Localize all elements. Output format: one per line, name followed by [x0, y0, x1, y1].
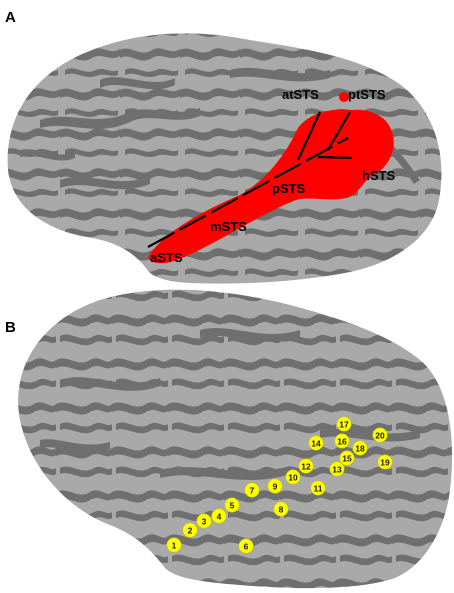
electrode-label-6: 6 [244, 542, 249, 552]
electrode-11 [310, 480, 326, 496]
sulci-b [40, 328, 420, 481]
electrode-18 [352, 440, 368, 456]
electrode-label-2: 2 [188, 526, 193, 536]
label-atsts: atSTS [282, 87, 319, 102]
electrode-7 [244, 482, 260, 498]
electrode-3 [196, 513, 212, 529]
electrode-label-4: 4 [217, 512, 222, 522]
electrode-12 [298, 458, 314, 474]
electrode-2 [182, 522, 198, 538]
electrode-label-13: 13 [332, 465, 342, 475]
panel-a-letter: A [5, 9, 16, 26]
electrode-label-7: 7 [250, 486, 255, 496]
electrode-label-11: 11 [314, 484, 323, 494]
electrode-label-20: 20 [375, 431, 385, 441]
electrode-8 [273, 501, 289, 517]
cortex-surface-b [18, 289, 453, 589]
electrode-label-1: 1 [172, 541, 177, 551]
cortex-surface-a [7, 33, 442, 284]
sts-activation [148, 109, 394, 264]
label-msts: mSTS [210, 219, 247, 234]
electrode-label-9: 9 [273, 482, 278, 492]
electrode-15 [339, 450, 355, 466]
electrode-6 [238, 538, 254, 554]
electrode-label-10: 10 [288, 473, 298, 483]
electrode-label-19: 19 [380, 458, 390, 468]
electrode-label-12: 12 [301, 462, 311, 472]
electrode-label-5: 5 [230, 501, 235, 511]
electrode-label-15: 15 [342, 454, 352, 464]
electrode-label-16: 16 [337, 437, 347, 447]
sts-lines [147, 111, 353, 248]
electrode-4 [211, 508, 227, 524]
electrode-1 [166, 537, 182, 553]
label-psts: pSTS [272, 181, 306, 196]
label-hsts: hSTS [362, 168, 396, 183]
panel-b-letter: B [5, 319, 16, 336]
label-asts: aSTS [150, 250, 183, 265]
electrode-label-14: 14 [311, 439, 321, 449]
brain-panel-a: atSTS ptSTS hSTS pSTS mSTS aSTS [7, 33, 442, 284]
label-ptsts: ptSTS [348, 87, 386, 102]
electrode-10 [285, 469, 301, 485]
electrode-9 [267, 478, 283, 494]
electrode-label-18: 18 [355, 444, 365, 454]
electrode-13 [329, 461, 345, 477]
electrode-17 [336, 416, 352, 432]
electrode-16 [334, 433, 350, 449]
electrode-14 [308, 435, 324, 451]
electrode-5 [224, 497, 240, 513]
electrode-label-8: 8 [279, 505, 284, 515]
electrode-label-17: 17 [339, 420, 349, 430]
electrode-19 [377, 454, 393, 470]
electrode-label-3: 3 [202, 517, 207, 527]
electrode-20 [372, 427, 388, 443]
activation-spot [339, 92, 349, 102]
